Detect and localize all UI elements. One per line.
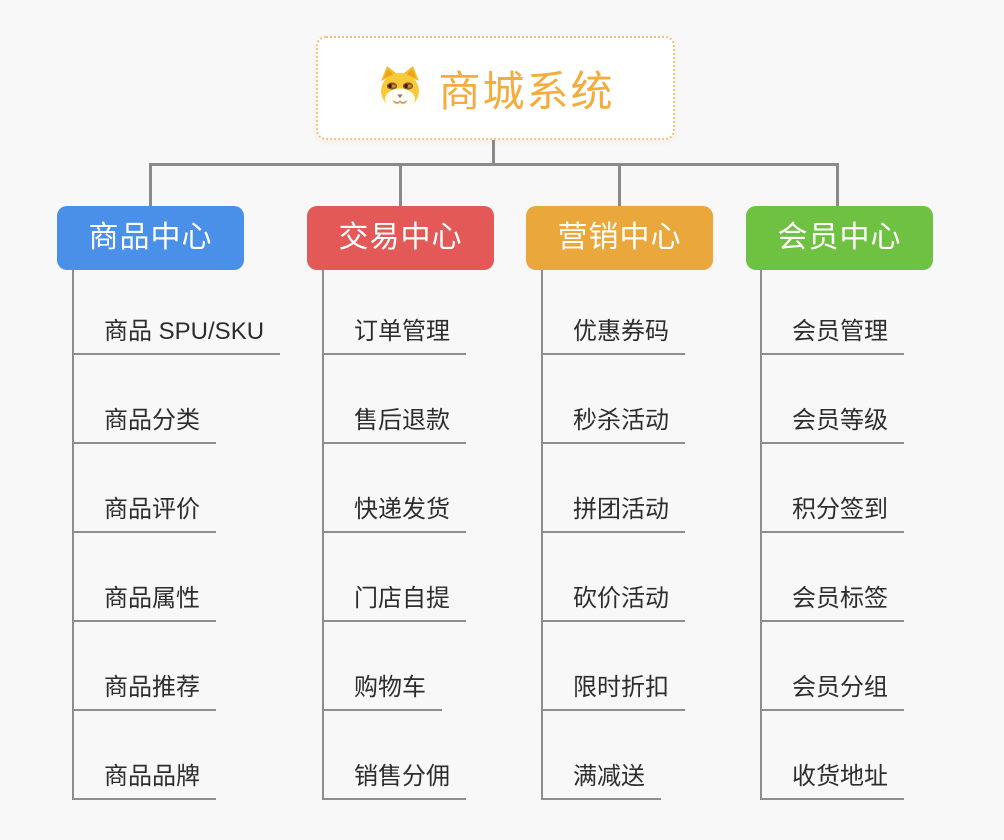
- leaf-label: 商品属性: [74, 578, 216, 622]
- leaf-label: 商品品牌: [74, 756, 216, 800]
- connector-drop-marketing: [618, 163, 621, 206]
- leaf-node[interactable]: 商品品牌: [74, 711, 280, 800]
- leaf-label: 会员标签: [762, 578, 904, 622]
- leaf-node[interactable]: 商品评价: [74, 444, 280, 533]
- leaf-node[interactable]: 购物车: [324, 622, 466, 711]
- leaf-label: 会员等级: [762, 400, 904, 444]
- leaf-node[interactable]: 收货地址: [762, 711, 904, 800]
- leaf-node[interactable]: 满减送: [543, 711, 685, 800]
- branch-node-marketing-center[interactable]: 营销中心: [526, 206, 713, 270]
- leaf-node[interactable]: 秒杀活动: [543, 355, 685, 444]
- leaf-node[interactable]: 拼团活动: [543, 444, 685, 533]
- leaf-label: 会员管理: [762, 311, 904, 355]
- leaf-label: 销售分佣: [324, 756, 466, 800]
- leaf-node[interactable]: 砍价活动: [543, 533, 685, 622]
- leaf-node[interactable]: 会员标签: [762, 533, 904, 622]
- leaf-node[interactable]: 会员管理: [762, 270, 904, 355]
- leaf-node[interactable]: 商品 SPU/SKU: [74, 270, 281, 355]
- branch-node-product-center[interactable]: 商品中心: [57, 206, 244, 270]
- leaf-label: 拼团活动: [543, 489, 685, 533]
- leaf-node[interactable]: 商品分类: [74, 355, 280, 444]
- leaf-label: 快递发货: [324, 489, 466, 533]
- root-node-mall-system[interactable]: 商城系统: [316, 36, 675, 140]
- leaf-node[interactable]: 销售分佣: [324, 711, 466, 800]
- leaf-label: 门店自提: [324, 578, 466, 622]
- branch-node-trade-center[interactable]: 交易中心: [307, 206, 494, 270]
- leaf-node[interactable]: 商品属性: [74, 533, 280, 622]
- dog-face-icon: [376, 64, 424, 112]
- connector-drop-member: [836, 163, 839, 206]
- root-title: 商城系统: [438, 67, 615, 115]
- leaf-node[interactable]: 会员等级: [762, 355, 904, 444]
- leaf-label: 收货地址: [762, 756, 904, 800]
- leaf-label: 优惠券码: [543, 311, 685, 355]
- leaf-label: 商品评价: [74, 489, 216, 533]
- leaf-node[interactable]: 积分签到: [762, 444, 904, 533]
- leaf-node[interactable]: 商品推荐: [74, 622, 280, 711]
- leaf-label: 商品分类: [74, 400, 216, 444]
- leaf-column-trade: 订单管理 售后退款 快递发货 门店自提 购物车 销售分佣: [322, 270, 466, 800]
- branch-node-member-center[interactable]: 会员中心: [746, 206, 933, 270]
- leaf-label: 购物车: [324, 667, 442, 711]
- leaf-node[interactable]: 快递发货: [324, 444, 466, 533]
- leaf-label: 积分签到: [762, 489, 904, 533]
- leaf-node[interactable]: 订单管理: [324, 270, 466, 355]
- leaf-node[interactable]: 门店自提: [324, 533, 466, 622]
- leaf-column-member: 会员管理 会员等级 积分签到 会员标签 会员分组 收货地址: [760, 270, 904, 800]
- leaf-label: 砍价活动: [543, 578, 685, 622]
- leaf-label: 会员分组: [762, 667, 904, 711]
- leaf-column-marketing: 优惠券码 秒杀活动 拼团活动 砍价活动 限时折扣 满减送: [541, 270, 685, 800]
- connector-root-vertical: [492, 140, 495, 166]
- leaf-label: 限时折扣: [543, 667, 685, 711]
- leaf-node[interactable]: 优惠券码: [543, 270, 685, 355]
- leaf-label: 商品 SPU/SKU: [74, 311, 281, 355]
- leaf-label: 售后退款: [324, 400, 466, 444]
- leaf-node[interactable]: 会员分组: [762, 622, 904, 711]
- connector-drop-trade: [399, 163, 402, 206]
- leaf-node[interactable]: 售后退款: [324, 355, 466, 444]
- connector-drop-product: [149, 163, 152, 206]
- leaf-node[interactable]: 限时折扣: [543, 622, 685, 711]
- leaf-column-product: 商品 SPU/SKU 商品分类 商品评价 商品属性 商品推荐 商品品牌: [72, 270, 281, 800]
- connector-horizontal: [149, 163, 839, 166]
- leaf-label: 秒杀活动: [543, 400, 685, 444]
- leaf-label: 满减送: [543, 756, 661, 800]
- leaf-label: 订单管理: [324, 311, 466, 355]
- leaf-label: 商品推荐: [74, 667, 216, 711]
